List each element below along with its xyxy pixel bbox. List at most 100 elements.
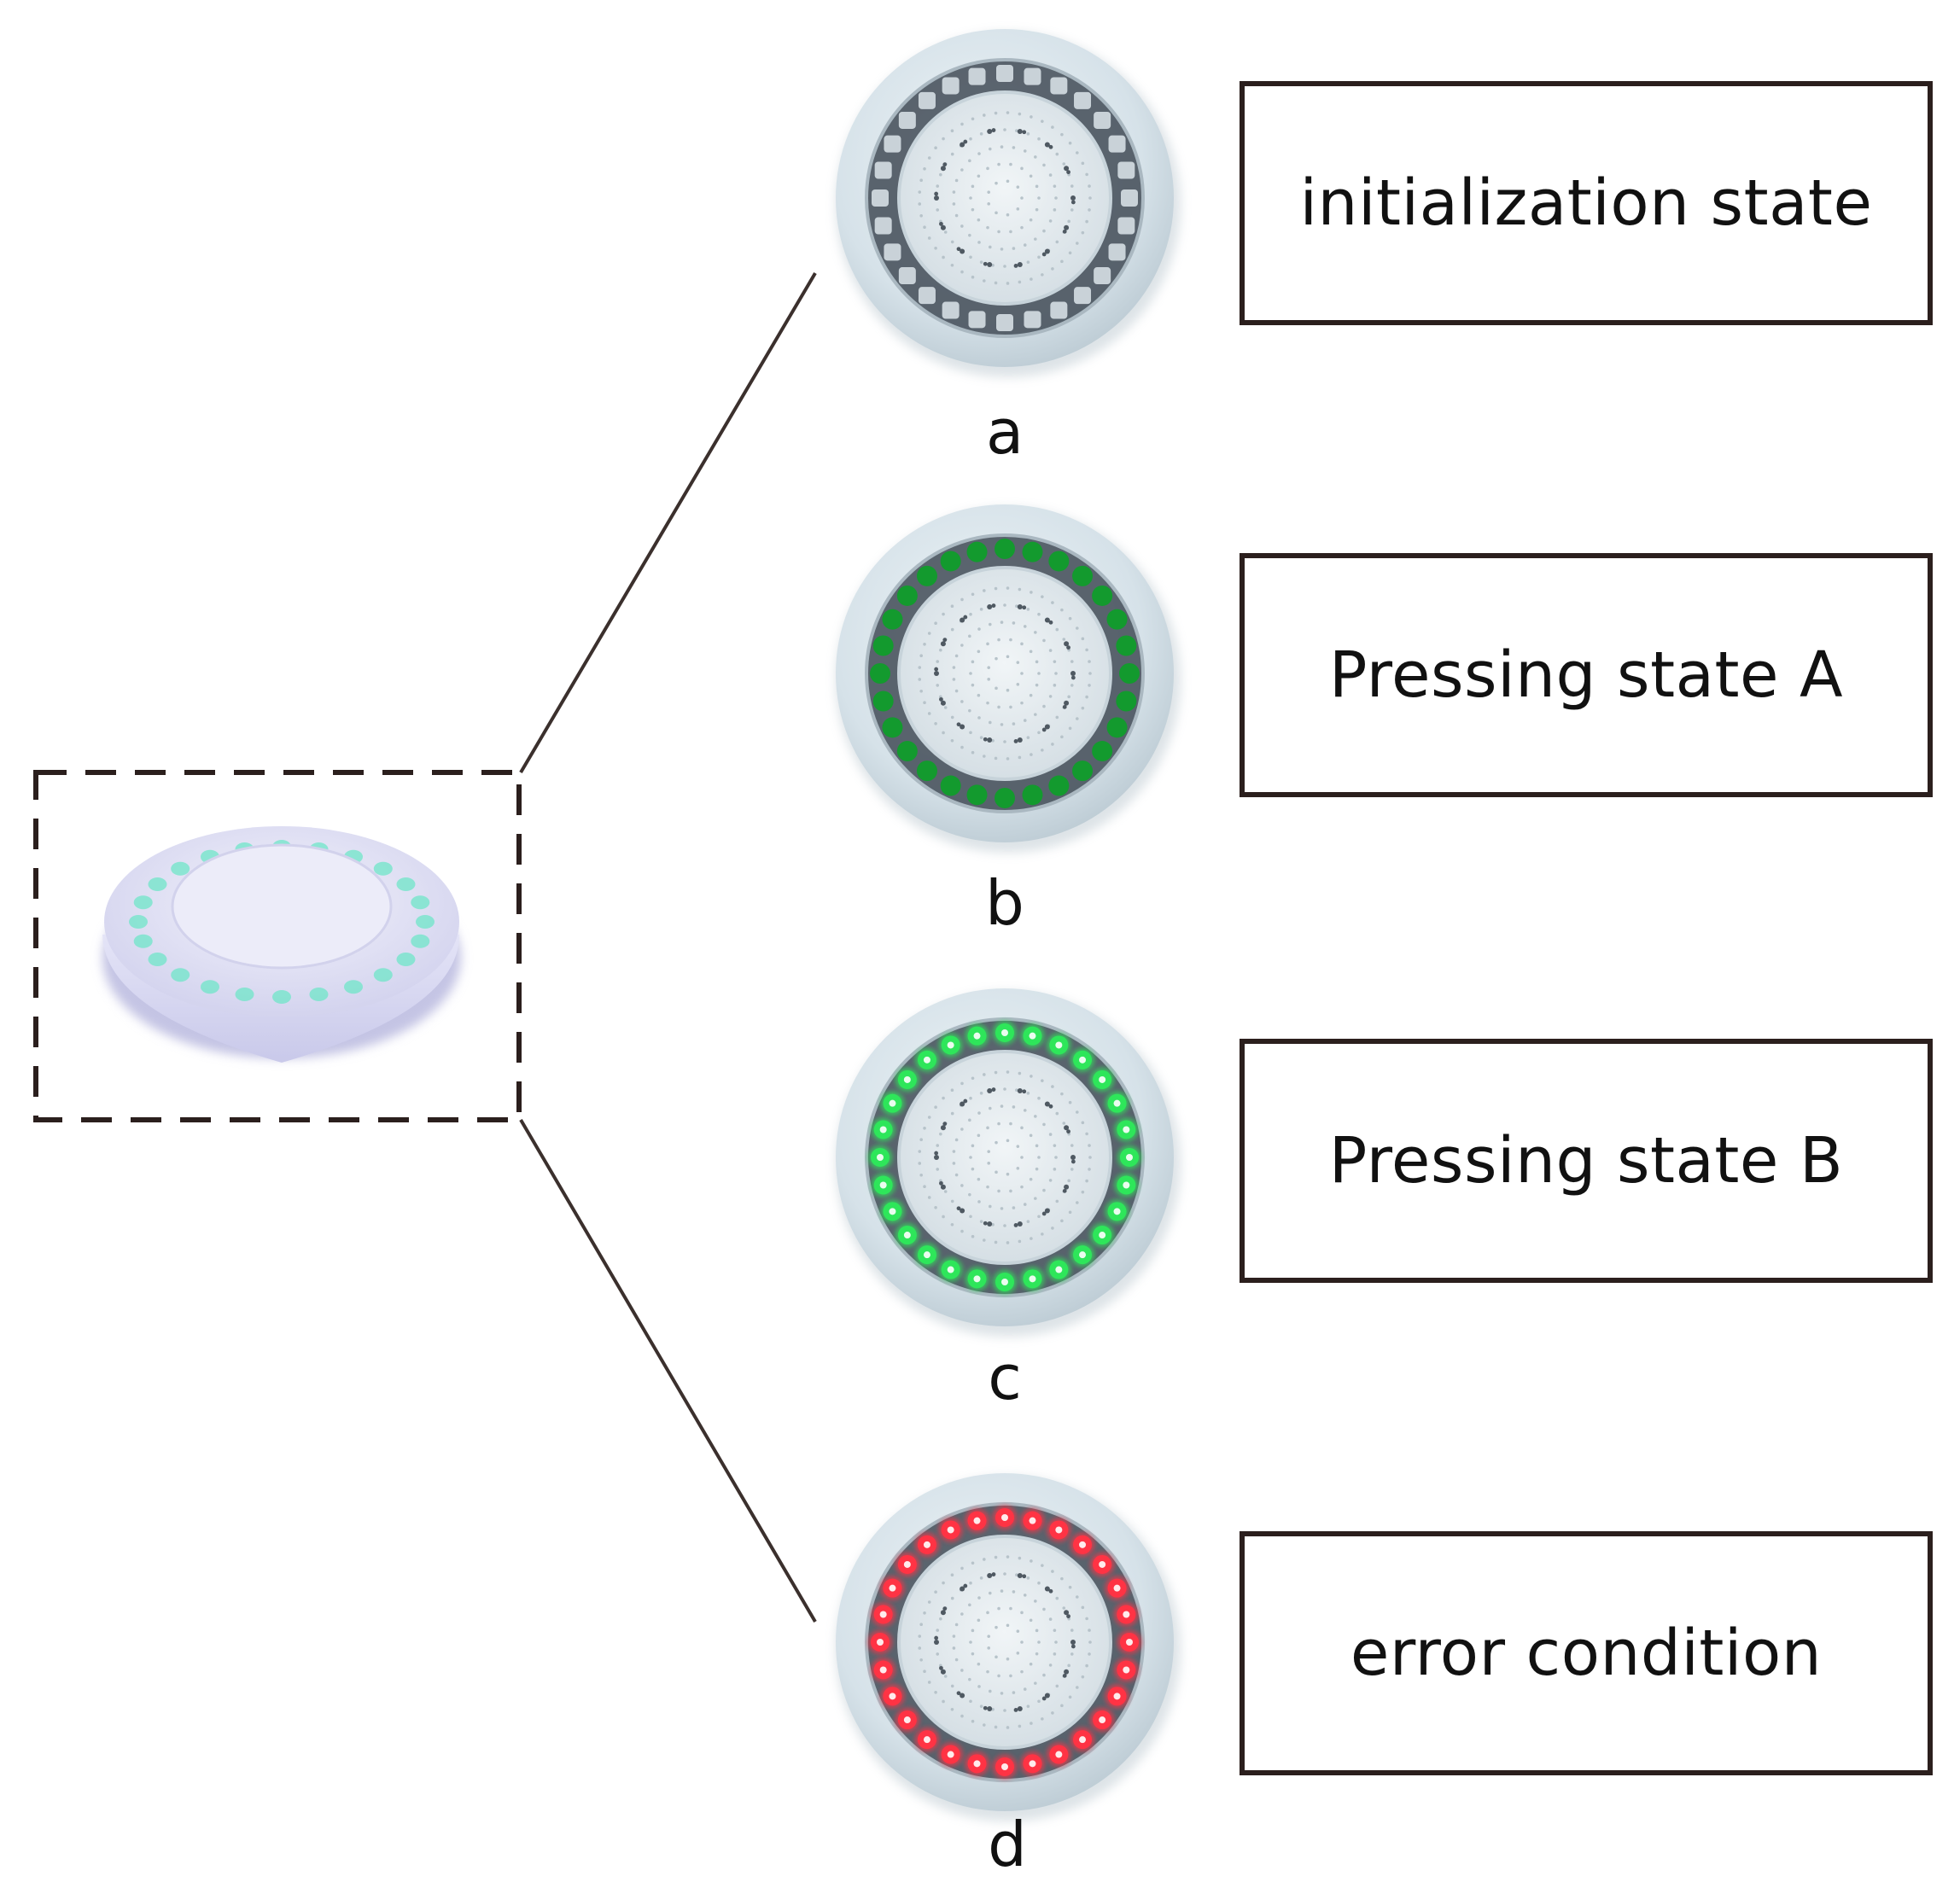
led-b-5 xyxy=(1106,609,1128,630)
led-a-2 xyxy=(1050,77,1068,95)
led-a-0 xyxy=(996,65,1013,82)
led-3d-5 xyxy=(309,988,329,1002)
led-3d-0 xyxy=(416,915,435,929)
led-a-20 xyxy=(874,217,892,235)
led-3d-10 xyxy=(148,953,167,966)
led-3d-2 xyxy=(396,953,416,966)
state-label-d: error condition xyxy=(1350,1617,1823,1690)
led-a-19 xyxy=(884,243,901,261)
led-a-5 xyxy=(1108,135,1126,153)
speaker-grille-b xyxy=(918,586,1092,760)
led-a-14 xyxy=(996,314,1013,331)
led-b-17 xyxy=(916,760,937,782)
led-a-27 xyxy=(968,67,986,85)
led-b-25 xyxy=(916,565,937,586)
led-a-26 xyxy=(942,77,960,95)
led-b-6 xyxy=(1116,635,1137,656)
device-a xyxy=(836,29,1181,377)
led-b-11 xyxy=(1072,760,1094,782)
led-b-2 xyxy=(1048,551,1070,572)
led-b-26 xyxy=(940,551,961,572)
led-a-10 xyxy=(1094,267,1111,285)
led-3d-6 xyxy=(272,990,291,1004)
led-b-16 xyxy=(940,775,961,796)
led-b-10 xyxy=(1092,741,1113,762)
led-3d-21 xyxy=(373,861,393,876)
led-a-12 xyxy=(1050,301,1068,319)
speaker-grille-a xyxy=(918,111,1092,285)
led-ring-a xyxy=(872,65,1138,331)
led-b-18 xyxy=(896,741,918,762)
led-ring-b xyxy=(870,539,1140,808)
led-3d-4 xyxy=(344,980,363,994)
led-b-9 xyxy=(1106,717,1128,738)
state-label-a: initialization state xyxy=(1299,166,1873,240)
led-3d-15 xyxy=(171,861,190,876)
led-3d-8 xyxy=(201,980,219,994)
led-b-23 xyxy=(882,609,903,630)
led-a-4 xyxy=(1094,111,1111,129)
led-b-14 xyxy=(995,788,1015,808)
led-b-13 xyxy=(1022,784,1043,806)
led-a-17 xyxy=(918,287,936,305)
led-a-16 xyxy=(942,301,960,319)
panel-letter-b: b xyxy=(985,867,1024,939)
state-box-a: initialization state xyxy=(1240,81,1933,325)
led-a-6 xyxy=(1117,161,1135,179)
led-b-12 xyxy=(1048,775,1070,796)
led-b-4 xyxy=(1092,585,1113,606)
led-a-23 xyxy=(884,135,901,153)
led-3d-12 xyxy=(129,915,148,929)
connector-line-top xyxy=(519,271,817,774)
led-3d-3 xyxy=(373,968,393,982)
device-b xyxy=(836,504,1181,853)
panel-letter-d: d xyxy=(988,1809,1027,1880)
led-b-1 xyxy=(1022,541,1043,562)
device-3d-view xyxy=(102,826,461,1063)
led-a-22 xyxy=(874,161,892,179)
led-a-25 xyxy=(918,91,936,109)
led-3d-1 xyxy=(411,934,430,948)
led-a-13 xyxy=(1024,311,1041,329)
led-a-21 xyxy=(872,189,889,207)
state-box-b: Pressing state A xyxy=(1240,553,1933,797)
led-3d-9 xyxy=(171,968,190,982)
led-a-24 xyxy=(898,111,916,129)
connector-line-bottom xyxy=(519,1118,817,1623)
led-b-22 xyxy=(872,635,894,656)
led-b-0 xyxy=(995,539,1015,559)
led-3d-14 xyxy=(148,877,167,891)
device-c xyxy=(836,988,1181,1337)
panel-letter-c: c xyxy=(988,1342,1022,1413)
led-ring-d xyxy=(868,1506,1141,1779)
state-box-d: error condition xyxy=(1240,1531,1933,1775)
led-a-18 xyxy=(898,267,916,285)
led-a-7 xyxy=(1121,189,1138,207)
led-3d-23 xyxy=(411,895,430,910)
led-b-19 xyxy=(882,717,903,738)
led-b-27 xyxy=(966,541,988,562)
led-3d-22 xyxy=(396,877,416,891)
state-label-c: Pressing state B xyxy=(1328,1124,1844,1197)
led-b-20 xyxy=(872,691,894,712)
led-a-11 xyxy=(1074,287,1092,305)
led-b-21 xyxy=(870,663,890,684)
led-3d-13 xyxy=(133,895,153,910)
led-a-15 xyxy=(968,311,986,329)
led-3d-11 xyxy=(133,934,153,948)
led-b-15 xyxy=(966,784,988,806)
led-b-7 xyxy=(1119,663,1140,684)
led-3d-7 xyxy=(235,988,254,1002)
speaker-grille-d xyxy=(918,1555,1092,1729)
led-a-9 xyxy=(1108,243,1126,261)
speaker-grille-c xyxy=(918,1070,1092,1244)
led-b-3 xyxy=(1072,565,1094,586)
state-label-b: Pressing state A xyxy=(1328,638,1844,712)
panel-letter-a: a xyxy=(985,396,1024,468)
led-ring-c xyxy=(868,1021,1141,1294)
led-a-3 xyxy=(1074,91,1092,109)
led-a-1 xyxy=(1024,67,1041,85)
device-d xyxy=(836,1473,1181,1821)
